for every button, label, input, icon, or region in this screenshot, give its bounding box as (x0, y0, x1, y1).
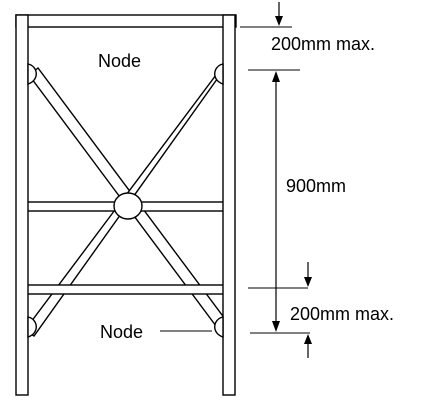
dim-middle-label: 900mm (286, 176, 346, 196)
node-coupler-bottom-right (214, 316, 224, 338)
left-standard (15, 14, 29, 396)
lower-ledger (23, 284, 230, 295)
dim-top-label: 200mm max. (271, 34, 375, 54)
node-bottom-label: Node (100, 322, 143, 342)
dim-top-arrow (275, 2, 283, 26)
dim-bottom-arrow-up (304, 334, 312, 358)
node-coupler-bottom-left (27, 316, 37, 338)
node-coupler-top-left (27, 63, 37, 85)
top-ledger (15, 14, 237, 28)
dim-middle-arrow (272, 71, 280, 332)
dim-bottom-label: 200mm max. (290, 304, 394, 324)
dim-bottom-arrow-down (304, 262, 312, 287)
node-coupler-top-right (214, 63, 224, 85)
right-standard (222, 14, 236, 396)
center-coupler (113, 192, 143, 220)
node-top-label: Node (98, 51, 141, 71)
